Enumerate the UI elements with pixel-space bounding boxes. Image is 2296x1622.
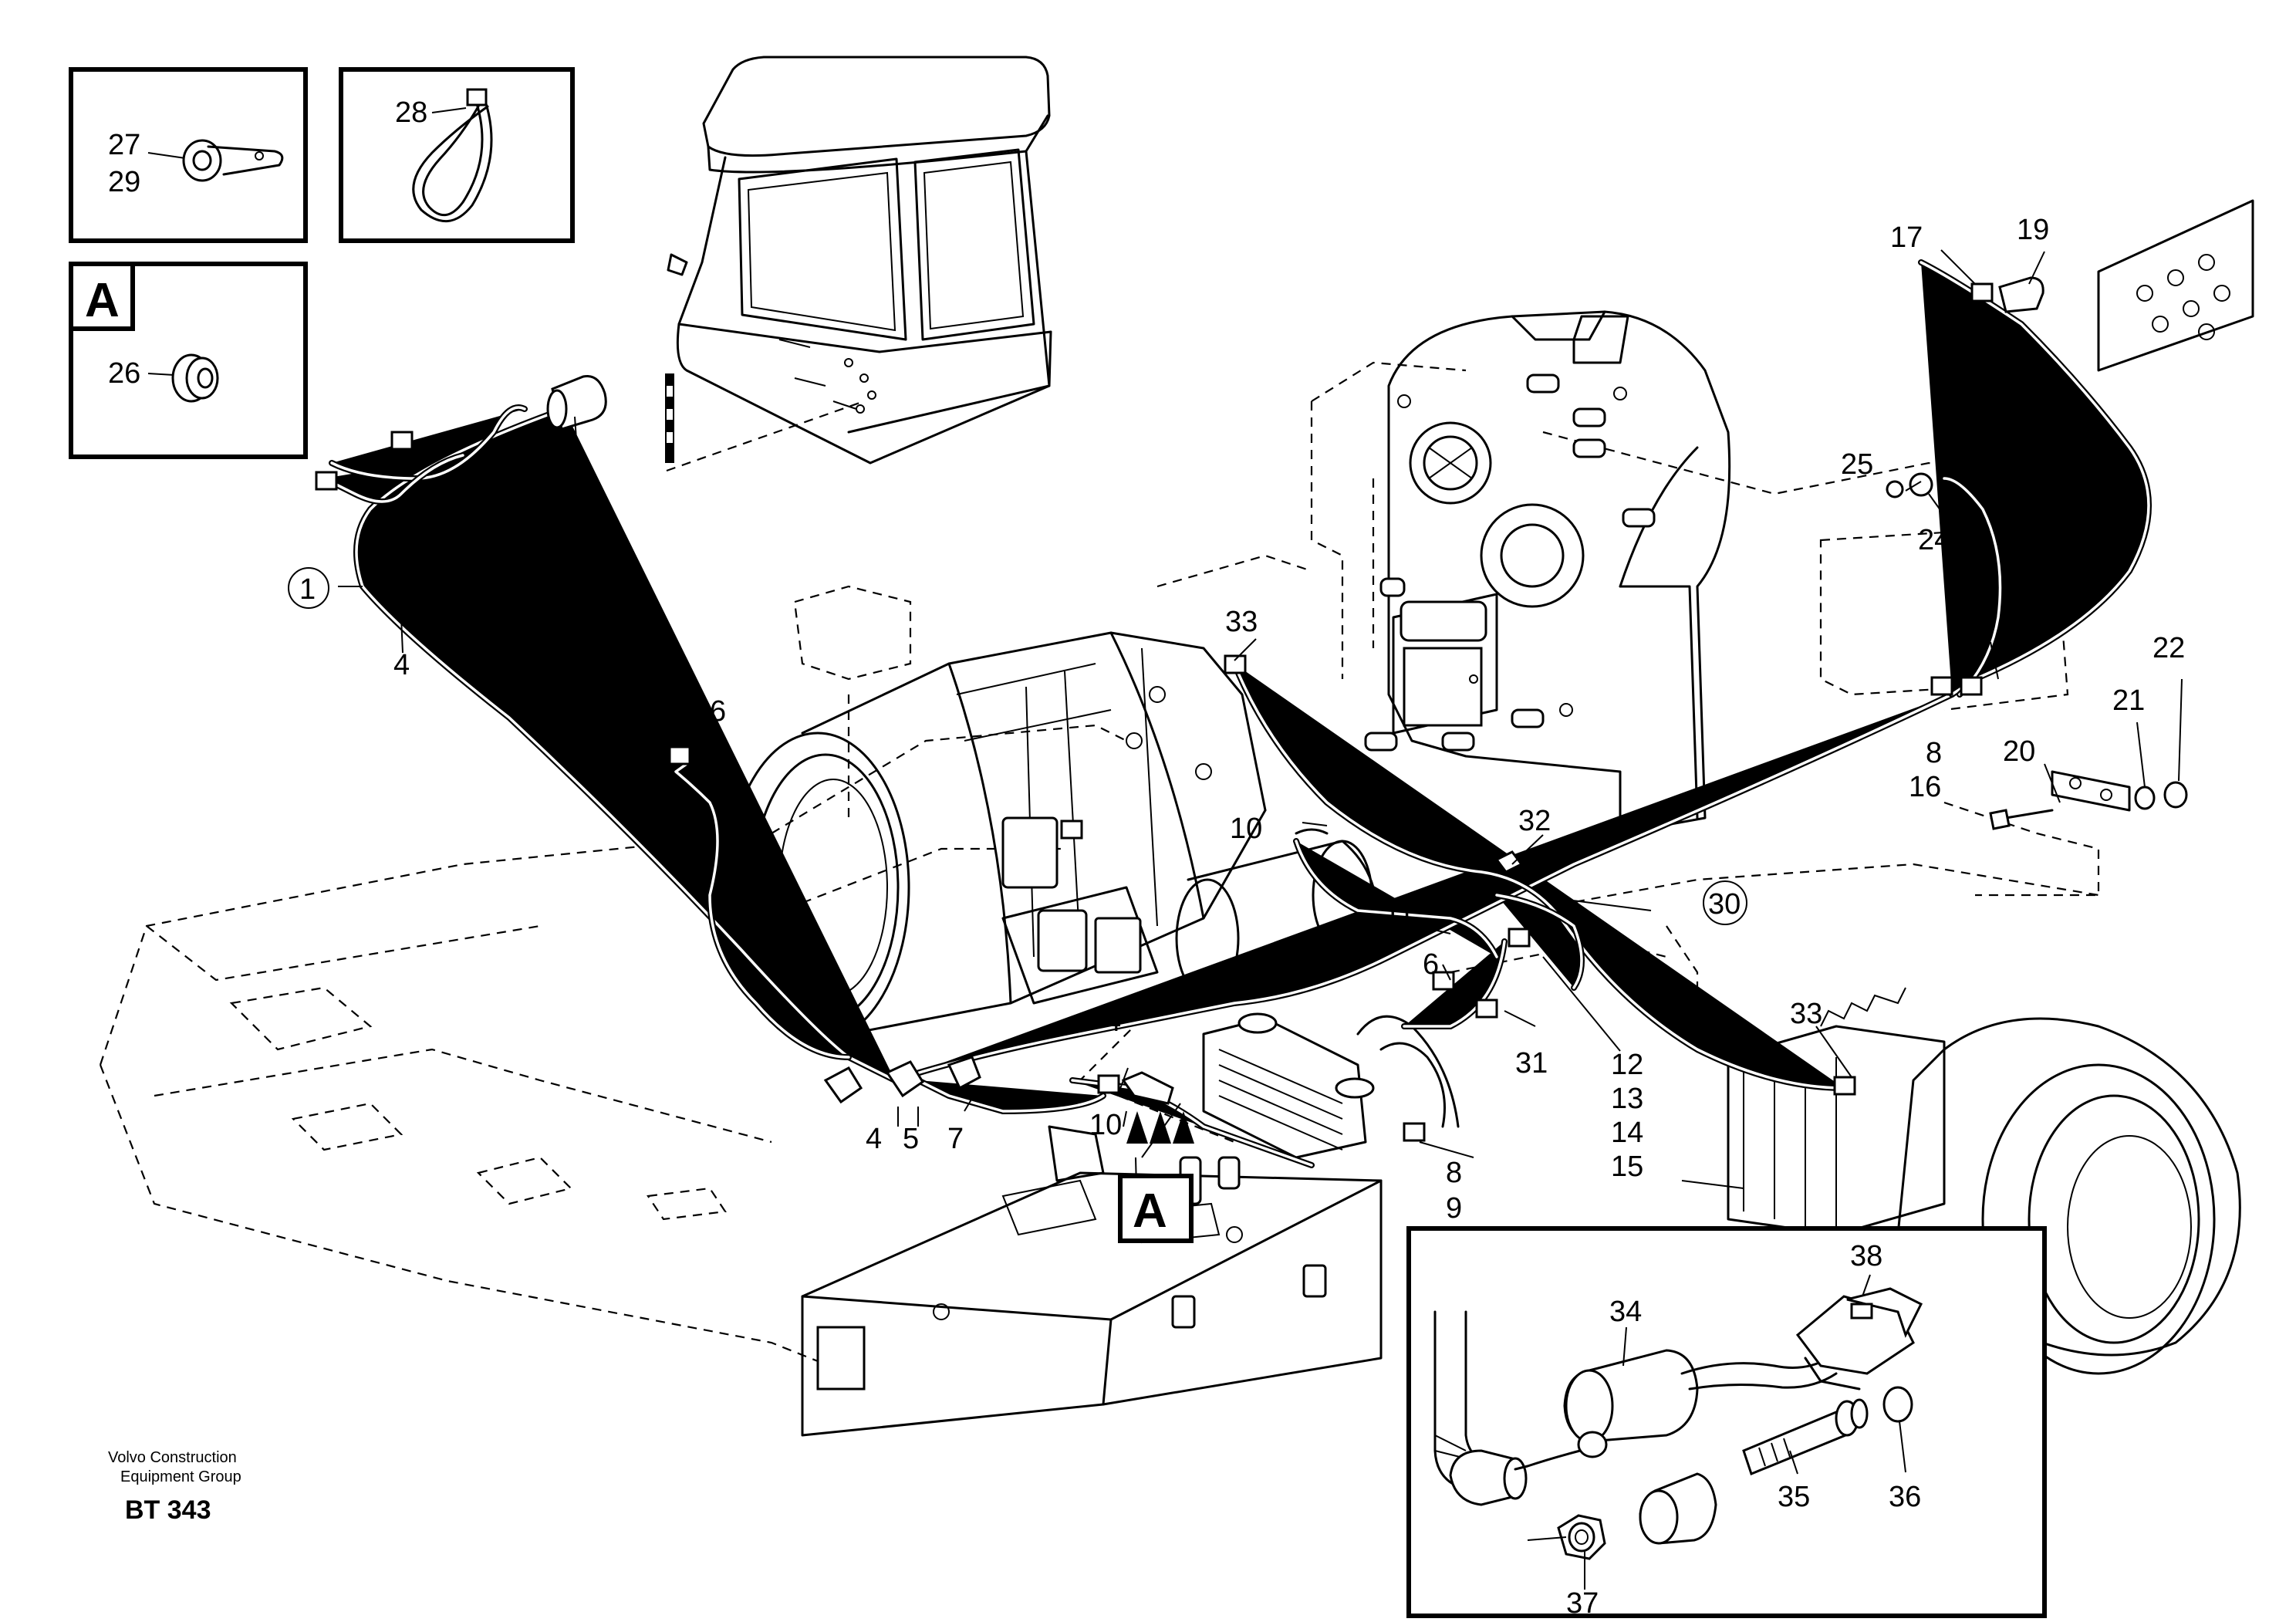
callout-21: 21 [2112, 684, 2145, 717]
callout-35: 35 [1778, 1481, 1810, 1513]
callout-28: 28 [395, 96, 427, 129]
callout-5: 5 [903, 1123, 919, 1155]
detail-box-clip: 27 29 [69, 67, 308, 243]
connector [1833, 1076, 1856, 1096]
callout-4: 4 [393, 649, 410, 681]
callout-18: 18 [2021, 535, 2054, 567]
callout-8: 8 [1446, 1157, 1462, 1189]
callout-25: 25 [1841, 448, 1873, 481]
callout-22: 22 [2152, 632, 2185, 664]
radiator-bank-drawing [1727, 987, 1946, 1236]
callout-3: 3 [486, 479, 502, 512]
callout-6: 6 [710, 695, 726, 728]
callout-26: 26 [108, 357, 140, 390]
callout-4: 4 [866, 1123, 882, 1155]
cable-tie-icon [412, 88, 493, 222]
callout-8: 8 [1926, 737, 1942, 769]
detail-box-tie: 28 [339, 67, 575, 243]
callout-23: 23 [2009, 471, 2041, 504]
leader-lines [338, 249, 2183, 1220]
callout-33: 33 [1790, 998, 1822, 1030]
publisher-line-1: Volvo Construction [108, 1449, 237, 1466]
callout-36: 36 [1889, 1481, 1921, 1513]
view-a-marker: A [1118, 1111, 1194, 1243]
callout-24: 24 [1918, 524, 1950, 556]
callout-19: 19 [2017, 214, 2049, 246]
callout-14: 14 [1611, 1117, 1643, 1149]
connector [1224, 654, 1247, 674]
publisher-line-2: Equipment Group [120, 1468, 241, 1485]
connector [1060, 819, 1083, 840]
connector [1403, 1122, 1426, 1142]
callout-33: 33 [1225, 606, 1258, 638]
view-label-a: A [85, 274, 120, 327]
connector-38 [1795, 1287, 1923, 1391]
callout-37: 37 [1566, 1587, 1599, 1620]
callout-7: 7 [947, 1123, 964, 1155]
callout-34: 34 [1609, 1296, 1642, 1328]
detail-box-view-a: A 26 [69, 262, 308, 459]
callout-15: 15 [1611, 1151, 1643, 1183]
connector [668, 745, 691, 765]
callout-11: 11 [1384, 896, 1414, 928]
detail-inset-sensor: 34 38 35 36 37 [1406, 1226, 2047, 1620]
sensor-plate-drawing [2097, 199, 2254, 372]
callout-29: 29 [108, 166, 140, 198]
callouts-main: 1 2 3 4 6 4 33 10 32 11 30 6 31 12 13 14… [288, 214, 2185, 1225]
callout-4: 4 [1105, 1005, 1121, 1038]
callout-10: 10 [1089, 1109, 1122, 1141]
callout-32: 32 [1518, 805, 1551, 837]
view-label-a-main: A [1133, 1184, 1167, 1238]
generator-drawing [725, 631, 1267, 1043]
connector [1930, 676, 1953, 696]
callout-13: 13 [1611, 1083, 1643, 1115]
connector [315, 471, 338, 491]
wiring-harness [315, 262, 2149, 1165]
connector [1508, 928, 1531, 948]
bracket-drawing [1989, 770, 2188, 830]
callout-9: 9 [1446, 1192, 1462, 1225]
nut-37 [1557, 1514, 1606, 1560]
callout-ring [288, 567, 329, 609]
callout-10: 10 [1230, 813, 1262, 845]
transfer-gearbox-drawing [1364, 310, 1731, 835]
sensor-body-34 [1514, 1349, 1838, 1471]
callout-38: 38 [1850, 1240, 1882, 1272]
callout-2: 2 [566, 458, 582, 490]
o-ring-36 [1882, 1386, 1913, 1423]
connector [1097, 1074, 1120, 1094]
callout-12: 12 [1611, 1049, 1643, 1081]
callout-4: 4 [676, 820, 692, 853]
callout-6: 6 [1423, 948, 1439, 981]
connector [390, 431, 414, 451]
cable-clip-icon [182, 139, 284, 182]
callout-1: 1 [299, 573, 316, 606]
sleeve-part-2 [546, 374, 607, 431]
figure-caption: Volvo Construction Equipment Group BT 34… [108, 1449, 241, 1525]
connector [1970, 282, 1994, 302]
grommet-icon [171, 353, 219, 403]
bolt-35 [1742, 1398, 1869, 1475]
callout-16: 16 [1909, 771, 1941, 803]
callout-27: 27 [108, 129, 140, 161]
connector [1475, 999, 1498, 1019]
sensor-19 [1998, 276, 2044, 313]
connector [1960, 676, 1983, 696]
figure-id: BT 343 [125, 1495, 211, 1525]
cab-drawing [665, 56, 1052, 472]
callout-ring [1703, 880, 1747, 925]
callout-17: 17 [1890, 221, 1923, 254]
callout-31: 31 [1515, 1047, 1548, 1080]
callout-30: 30 [1708, 888, 1741, 921]
fuel-tank-drawing [801, 1125, 1383, 1437]
callout-20: 20 [2003, 735, 2035, 768]
